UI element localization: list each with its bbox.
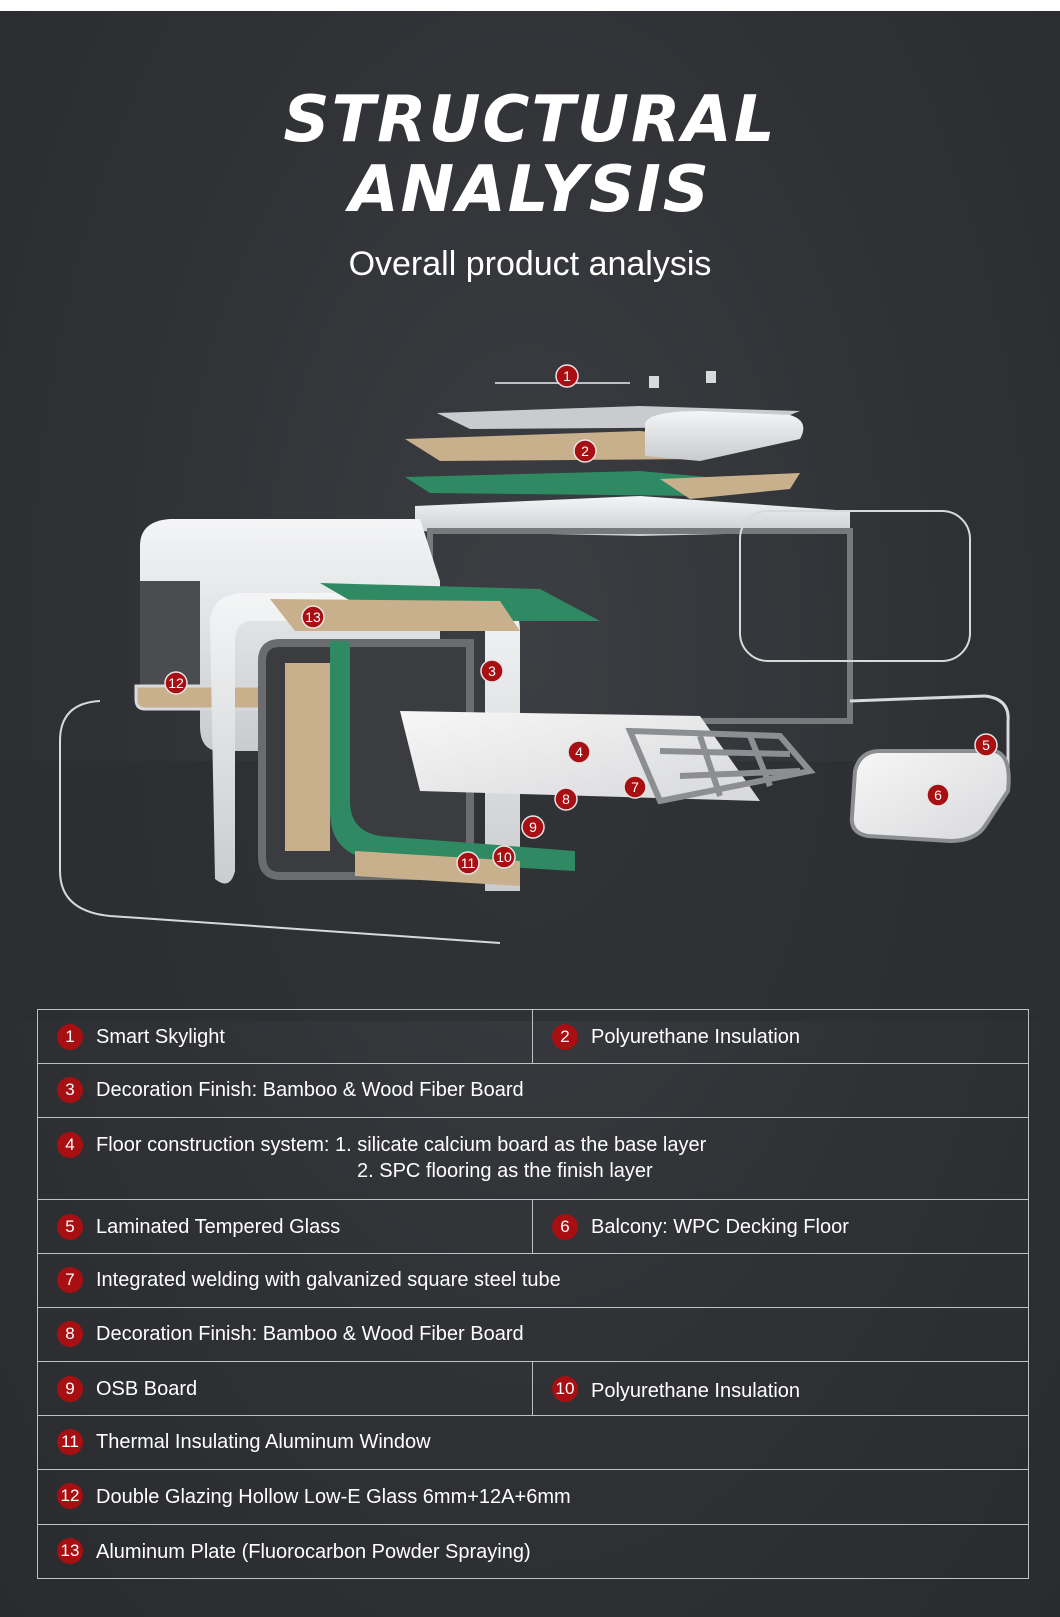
legend-row: 12 Double Glazing Hollow Low-E Glass 6mm… bbox=[38, 1470, 1028, 1525]
legend-cell: 12 Double Glazing Hollow Low-E Glass 6mm… bbox=[38, 1470, 1028, 1524]
legend-row: 1 Smart Skylight 2 Polyurethane Insulati… bbox=[38, 1010, 1028, 1064]
legend-row: 9 OSB Board 10 Polyurethane Insulation bbox=[38, 1362, 1028, 1416]
marker-7: 7 bbox=[623, 775, 647, 799]
subtitle: Overall product analysis bbox=[348, 245, 712, 283]
balcony-glass bbox=[849, 694, 1010, 771]
legend-text: Integrated welding with galvanized squar… bbox=[96, 1269, 561, 1291]
legend-row: 3 Decoration Finish: Bamboo & Wood Fiber… bbox=[38, 1064, 1028, 1118]
poster: STRUCTURAL ANALYSIS Overall product anal… bbox=[0, 11, 1060, 1617]
marker-5: 5 bbox=[974, 733, 998, 757]
front-roof-wood bbox=[270, 599, 520, 631]
legend-cell: 5 Laminated Tempered Glass bbox=[38, 1200, 533, 1253]
legend-cell: 8 Decoration Finish: Bamboo & Wood Fiber… bbox=[38, 1308, 1028, 1361]
legend-number: 2 bbox=[552, 1024, 578, 1050]
legend-text: Double Glazing Hollow Low-E Glass 6mm+12… bbox=[96, 1486, 571, 1508]
legend-text: OSB Board bbox=[96, 1378, 198, 1400]
legend-text: Polyurethane Insulation bbox=[591, 1026, 801, 1048]
legend-text: Polyurethane Insulation bbox=[591, 1380, 801, 1402]
legend-text: Balcony: WPC Decking Floor bbox=[591, 1216, 849, 1238]
legend-text: Floor construction system: 1. silicate c… bbox=[96, 1134, 707, 1156]
rear-glass-right bbox=[739, 510, 971, 662]
title-line-2: ANALYSIS bbox=[349, 153, 711, 227]
marker-12: 12 bbox=[164, 671, 188, 695]
legend-text: Decoration Finish: Bamboo & Wood Fiber B… bbox=[96, 1323, 524, 1345]
legend-row: 4 Floor construction system: 1. silicate… bbox=[38, 1118, 1028, 1200]
legend-row: 8 Decoration Finish: Bamboo & Wood Fiber… bbox=[38, 1308, 1028, 1362]
front-glass-pane bbox=[59, 700, 501, 944]
legend-row: 13 Aluminum Plate (Fluorocarbon Powder S… bbox=[38, 1525, 1028, 1579]
marker-1: 1 bbox=[555, 364, 579, 388]
cabin-base-left bbox=[134, 684, 262, 711]
steel-frame-grid bbox=[625, 727, 816, 805]
svg-text:6: 6 bbox=[934, 787, 942, 803]
title-line-1: STRUCTURAL bbox=[283, 83, 777, 157]
legend-text: Thermal Insulating Aluminum Window bbox=[96, 1431, 431, 1453]
marker-6: 6 bbox=[926, 783, 950, 807]
legend-row: 7 Integrated welding with galvanized squ… bbox=[38, 1254, 1028, 1308]
marker-2: 2 bbox=[573, 439, 597, 463]
legend-number: 3 bbox=[57, 1077, 83, 1103]
legend-row: 5 Laminated Tempered Glass 6 Balcony: WP… bbox=[38, 1200, 1028, 1254]
svg-text:8: 8 bbox=[562, 791, 570, 807]
legend-number: 9 bbox=[57, 1376, 83, 1402]
legend-number: 7 bbox=[57, 1267, 83, 1293]
legend-row: 11 Thermal Insulating Aluminum Window bbox=[38, 1416, 1028, 1470]
marker-10: 10 bbox=[492, 845, 516, 869]
rear-roof-shell bbox=[415, 496, 850, 536]
green-wall-layer bbox=[330, 641, 575, 871]
legend-number: 4 bbox=[57, 1132, 83, 1158]
legend-number: 6 bbox=[552, 1214, 578, 1240]
legend-cell: 6 Balcony: WPC Decking Floor bbox=[533, 1200, 1028, 1253]
svg-text:12: 12 bbox=[168, 675, 184, 691]
legend-cell: 11 Thermal Insulating Aluminum Window bbox=[38, 1416, 1028, 1469]
svg-text:1: 1 bbox=[563, 368, 571, 384]
legend-cell: 3 Decoration Finish: Bamboo & Wood Fiber… bbox=[38, 1064, 1028, 1117]
legend-number: 5 bbox=[57, 1214, 83, 1240]
marker-4: 4 bbox=[567, 740, 591, 764]
svg-text:11: 11 bbox=[461, 855, 476, 871]
exploded-cabin-illustration: 1 2 3 4 5 6 7 8 9 10 11 12 13 bbox=[0, 364, 1060, 1021]
skylight-sensor-b bbox=[706, 371, 716, 383]
wood-wall-layer bbox=[285, 663, 330, 851]
legend-text: Aluminum Plate (Fluorocarbon Powder Spra… bbox=[96, 1541, 531, 1563]
skylight-sensor-a bbox=[649, 376, 659, 388]
svg-text:7: 7 bbox=[631, 779, 639, 795]
legend-cell: 4 Floor construction system: 1. silicate… bbox=[38, 1118, 1028, 1199]
svg-text:10: 10 bbox=[496, 849, 512, 865]
legend-text: Smart Skylight bbox=[96, 1026, 225, 1048]
svg-text:9: 9 bbox=[529, 819, 537, 835]
legend-number: 13 bbox=[57, 1538, 83, 1564]
legend-text: Decoration Finish: Bamboo & Wood Fiber B… bbox=[96, 1079, 524, 1101]
svg-text:3: 3 bbox=[488, 663, 496, 679]
legend-cell: 10 Polyurethane Insulation bbox=[533, 1362, 1028, 1415]
legend-cell: 2 Polyurethane Insulation bbox=[533, 1010, 1028, 1063]
marker-8: 8 bbox=[554, 787, 578, 811]
svg-text:5: 5 bbox=[982, 737, 990, 753]
roof-green-layer bbox=[405, 471, 750, 496]
legend-cell: 1 Smart Skylight bbox=[38, 1010, 533, 1063]
legend-number: 12 bbox=[57, 1483, 83, 1509]
marker-13: 13 bbox=[301, 605, 325, 629]
legend-cell: 7 Integrated welding with galvanized squ… bbox=[38, 1254, 1028, 1307]
marker-3: 3 bbox=[480, 659, 504, 683]
marker-9: 9 bbox=[521, 815, 545, 839]
legend-text-line2: 2. SPC flooring as the finish layer bbox=[357, 1160, 653, 1182]
legend-cell: 9 OSB Board bbox=[38, 1362, 533, 1415]
legend-text: Laminated Tempered Glass bbox=[96, 1216, 341, 1238]
cabin-window-left bbox=[140, 581, 200, 686]
svg-text:13: 13 bbox=[305, 609, 321, 625]
legend-cell: 13 Aluminum Plate (Fluorocarbon Powder S… bbox=[38, 1525, 1028, 1579]
legend-number: 8 bbox=[57, 1321, 83, 1347]
legend-number: 11 bbox=[57, 1429, 83, 1455]
roof-wood-layer-2 bbox=[660, 473, 800, 499]
roof-cap-white bbox=[645, 411, 804, 461]
svg-text:4: 4 bbox=[575, 744, 583, 760]
legend-number: 10 bbox=[552, 1376, 578, 1402]
legend-number: 1 bbox=[57, 1024, 83, 1050]
svg-text:2: 2 bbox=[581, 443, 589, 459]
marker-11: 11 bbox=[456, 851, 480, 875]
legend-table: 1 Smart Skylight 2 Polyurethane Insulati… bbox=[37, 1009, 1029, 1579]
